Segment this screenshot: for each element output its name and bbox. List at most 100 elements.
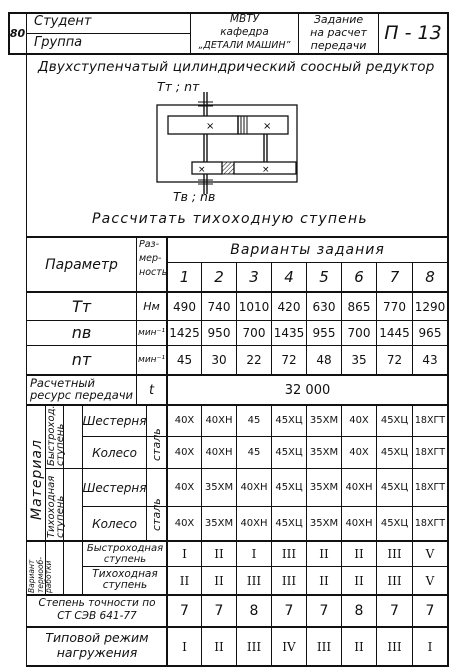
variant-number: 1 [179, 267, 190, 286]
resource-value: 32 000 [284, 382, 331, 398]
material-cell: 35ХМ [204, 481, 234, 493]
material-cell: 45ХЦ [380, 517, 409, 529]
value-cell: 865 [347, 299, 371, 314]
value-cell: 1290 [414, 299, 446, 314]
material-cell: 40ХН [240, 481, 268, 493]
fast-stage-label: Быстроход. ступень [46, 405, 66, 466]
material-cell: 45ХЦ [275, 415, 303, 426]
material-cell: 45ХЦ [380, 446, 409, 458]
load-mode-cell: IV [282, 639, 296, 654]
value-cell: 955 [312, 326, 336, 340]
material-cell: 40ХН [240, 517, 268, 529]
load-mode-cell: I [427, 639, 433, 654]
value-cell: 45 [176, 353, 193, 367]
dim-header-line-3: ность [139, 267, 168, 278]
treatment-cell: I [182, 547, 187, 561]
load-mode-cell: III [387, 639, 402, 654]
material-cell: 35ХМ [309, 481, 339, 493]
material-cell: 18ХГТ [414, 446, 446, 458]
unit-speed: мин⁻¹ [138, 327, 165, 338]
pinion-label: Шестерня [82, 414, 147, 428]
material-cell: 45 [247, 446, 261, 458]
value-cell: 35 [351, 353, 367, 367]
param-speed-output: nᴛ [71, 350, 92, 369]
input-shaft-label: Tʙ ; nʙ [173, 189, 216, 204]
treatment-cell: III [387, 573, 402, 588]
variant-number: 7 [389, 267, 400, 286]
wheel-label: Колесо [92, 445, 137, 460]
accuracy-cell: 8 [249, 603, 259, 619]
material-cell: 35ХМ [204, 517, 234, 529]
material-cell: 40ХН [345, 481, 373, 493]
steel-label-slow: сталь [150, 498, 163, 531]
material-cell: 45ХЦ [380, 481, 409, 493]
value-cell: 1435 [273, 326, 305, 340]
dept-block: МВТУ кафедра „ДЕТАЛИ МАШИН” [191, 13, 298, 52]
svg-text:×: × [262, 165, 270, 175]
housing-outline [156, 104, 298, 183]
value-cell: 1445 [379, 326, 410, 340]
value-cell: 700 [242, 326, 266, 340]
treatment-cell: II [319, 547, 329, 561]
material-cell: 40ХН [205, 446, 233, 458]
task-block: Задание на расчет передачи [299, 13, 378, 52]
treatment-cell: II [179, 573, 190, 588]
load-mode-cell: III [316, 639, 332, 654]
upper-pinion [237, 115, 289, 135]
dept-line-2: кафедра [220, 26, 269, 38]
treatment-fast-line-2: ступень [103, 554, 147, 565]
dim-header-line-1: Раз- [139, 239, 160, 250]
material-cell: 40Х [349, 415, 369, 426]
pinion-label: Шестерня [82, 480, 147, 495]
treatment-cell: III [281, 573, 297, 588]
wheel-label: Колесо [92, 516, 137, 531]
value-cell: 22 [246, 353, 262, 367]
load-mode-cell: III [246, 639, 262, 654]
accuracy-cell: 7 [425, 603, 435, 619]
treatment-cell: II [354, 573, 364, 588]
material-cell: 45ХЦ [380, 415, 409, 426]
value-cell: 965 [418, 326, 442, 340]
accuracy-label-line-2: СТ СЭВ 641-77 [57, 610, 137, 622]
treatment-cell: III [387, 547, 402, 561]
upper-wheel [167, 115, 239, 135]
task-line-1: Задание [313, 13, 364, 26]
accuracy-cell: 7 [214, 603, 224, 619]
treatment-cell: II [214, 573, 224, 588]
material-cell: 40Х [174, 415, 195, 426]
treatment-cell: III [281, 547, 297, 561]
accuracy-label: Степень точности по СТ СЭВ 641-77 [28, 597, 166, 623]
material-cell: 35ХМ [309, 415, 339, 426]
material-cell: 40Х [174, 446, 195, 458]
variant-number: 6 [354, 267, 364, 286]
variants-header: Варианты задания [230, 242, 385, 258]
treatment-cell: III [246, 573, 262, 588]
group-label: Группа [34, 35, 83, 50]
material-cell: 40Х [174, 481, 195, 493]
value-cell: 700 [347, 326, 371, 340]
task-code: П - 13 [384, 22, 442, 44]
treatment-slow-line-1: Тихоходная [92, 568, 158, 580]
material-cell: 18ХГТ [414, 481, 446, 493]
dept-line-3: „ДЕТАЛИ МАШИН” [198, 40, 291, 51]
accuracy-cell: 7 [180, 603, 189, 619]
gearbox-diagram: × × × × [156, 92, 298, 194]
material-cell: 40Х [174, 517, 195, 529]
value-cell: 630 [312, 299, 336, 314]
treatment-cell: I [251, 547, 257, 561]
dept-line-1: МВТУ [229, 13, 260, 25]
value-cell: 420 [277, 299, 301, 314]
lower-wheel [233, 161, 297, 175]
value-cell: 490 [173, 299, 196, 314]
load-mode-cell: I [182, 639, 187, 654]
treatment-cell: II [214, 547, 224, 561]
load-mode-cell: II [354, 639, 364, 654]
value-cell: 740 [207, 299, 231, 314]
value-cell: 1425 [169, 326, 200, 340]
treatment-cell: II [319, 573, 329, 588]
treatment-cell: V [425, 547, 435, 561]
treatment-slow-label: Тихоходная ступень [84, 569, 166, 591]
load-mode-line-2: нагружения [56, 645, 138, 660]
svg-text:×: × [263, 121, 271, 132]
param-header: Параметр [45, 256, 118, 273]
